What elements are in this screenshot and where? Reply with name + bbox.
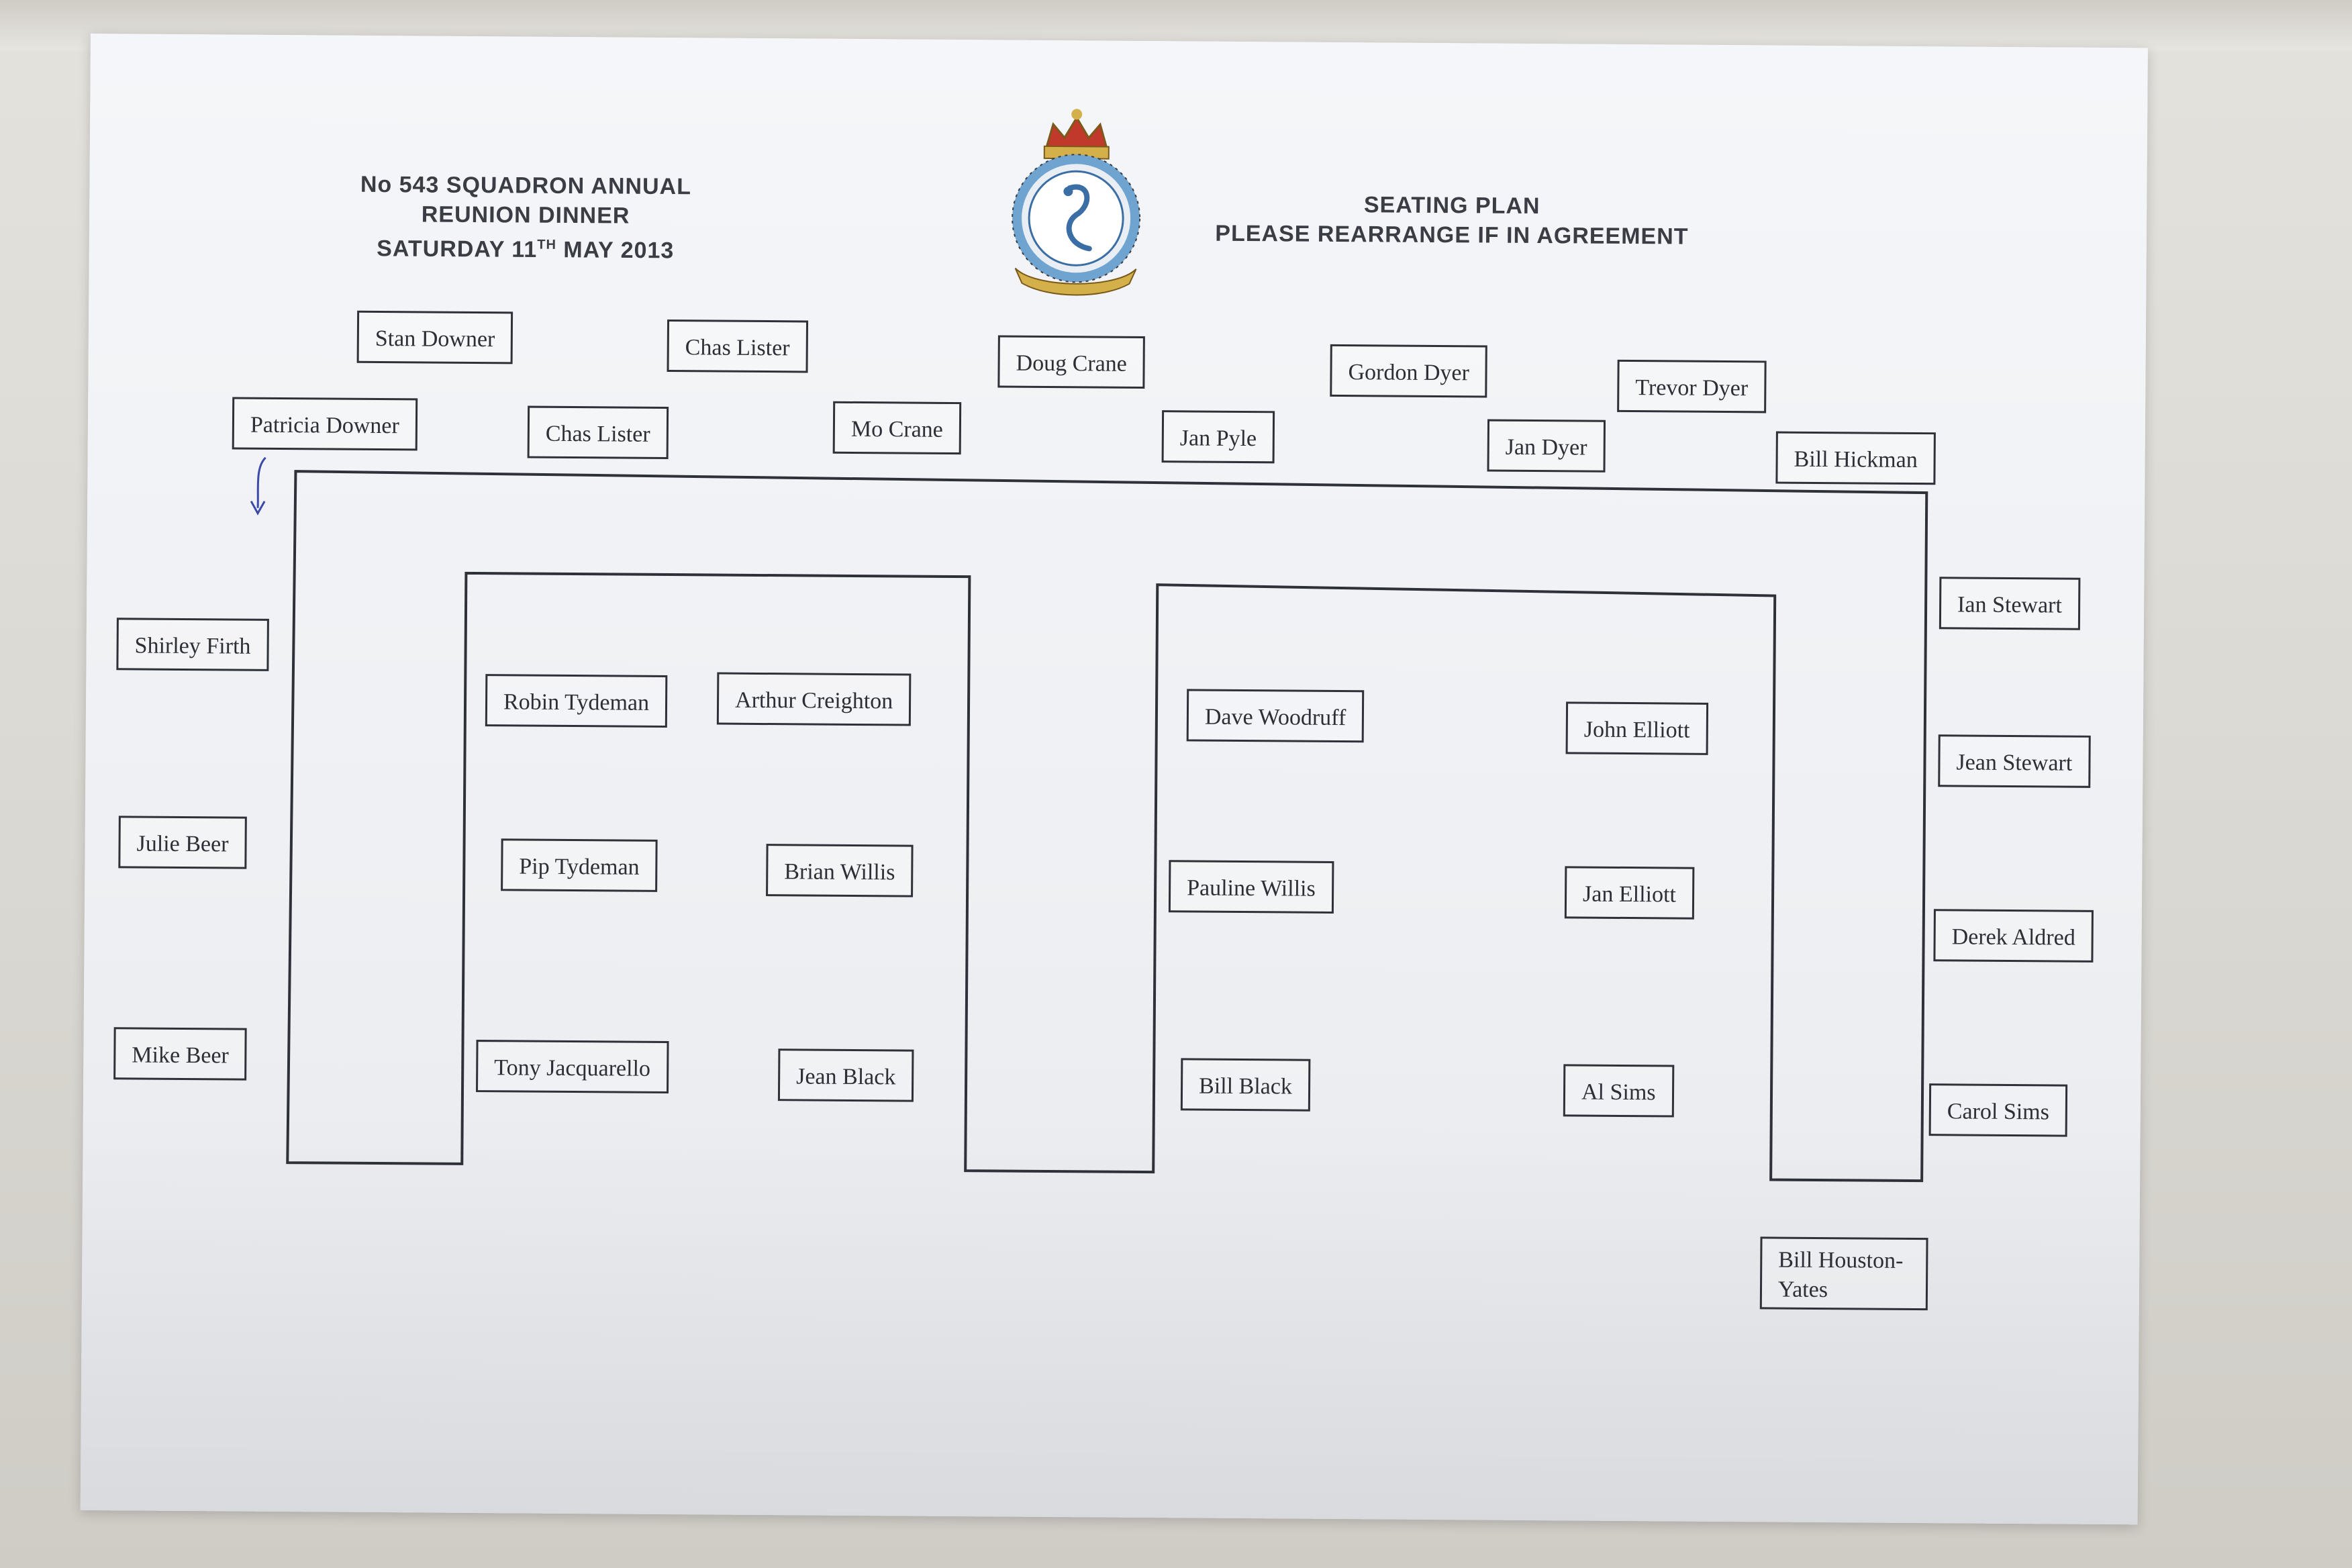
table-layout [286,470,1928,1183]
seat-card[interactable]: Patricia Downer [232,397,418,451]
seat-card[interactable]: Dave Woodruff [1186,689,1365,743]
seat-card[interactable]: Bill Hickman [1775,431,1937,485]
seat-card[interactable]: Trevor Dyer [1617,359,1767,413]
u-shaped-tables [286,470,1928,1183]
seat-card[interactable]: Robin Tydeman [485,674,668,728]
seat-card[interactable]: Chas Lister [527,405,669,460]
seat-card[interactable]: Jean Stewart [1938,734,2091,788]
seat-card[interactable]: Mike Beer [113,1027,248,1081]
seat-card[interactable]: Ian Stewart [1939,577,2081,630]
seat-card[interactable]: Pauline Willis [1168,860,1334,914]
seat-card[interactable]: Bill Black [1180,1058,1311,1112]
seat-card[interactable]: Jean Black [777,1048,914,1102]
seat-card[interactable]: Doug Crane [997,335,1146,389]
seat-card[interactable]: Chas Lister [667,320,808,373]
seat-card[interactable]: John Elliott [1565,701,1708,755]
seat-card[interactable]: Gordon Dyer [1330,344,1488,398]
seat-card[interactable]: Pip Tydeman [501,838,658,892]
seat-card[interactable]: Jan Dyer [1487,419,1606,473]
seat-card[interactable]: Al Sims [1563,1064,1674,1118]
seat-card[interactable]: Tony Jacquarello [476,1040,669,1094]
seating-plan-sheet: No 543 SQUADRON ANNUAL REUNION DINNER SA… [80,34,2148,1525]
seat-card[interactable]: Carol Sims [1928,1083,2068,1137]
seat-card[interactable]: Julie Beer [118,816,247,869]
handwritten-arrow-icon [250,456,266,516]
seat-card[interactable]: Shirley Firth [116,618,269,671]
squadron-crest-icon [1012,109,1141,296]
seat-card[interactable]: Derek Aldred [1933,909,2094,963]
seat-card[interactable]: Brian Willis [766,844,914,897]
seat-card[interactable]: Jan Pyle [1161,410,1275,464]
seat-card[interactable]: Stan Downer [356,310,513,364]
seat-card[interactable]: Mo Crane [832,401,962,455]
seat-card[interactable]: Arthur Creighton [716,672,912,726]
seat-card[interactable]: Jan Elliott [1564,866,1695,920]
seat-card[interactable]: Bill Houston-Yates [1759,1236,1928,1311]
